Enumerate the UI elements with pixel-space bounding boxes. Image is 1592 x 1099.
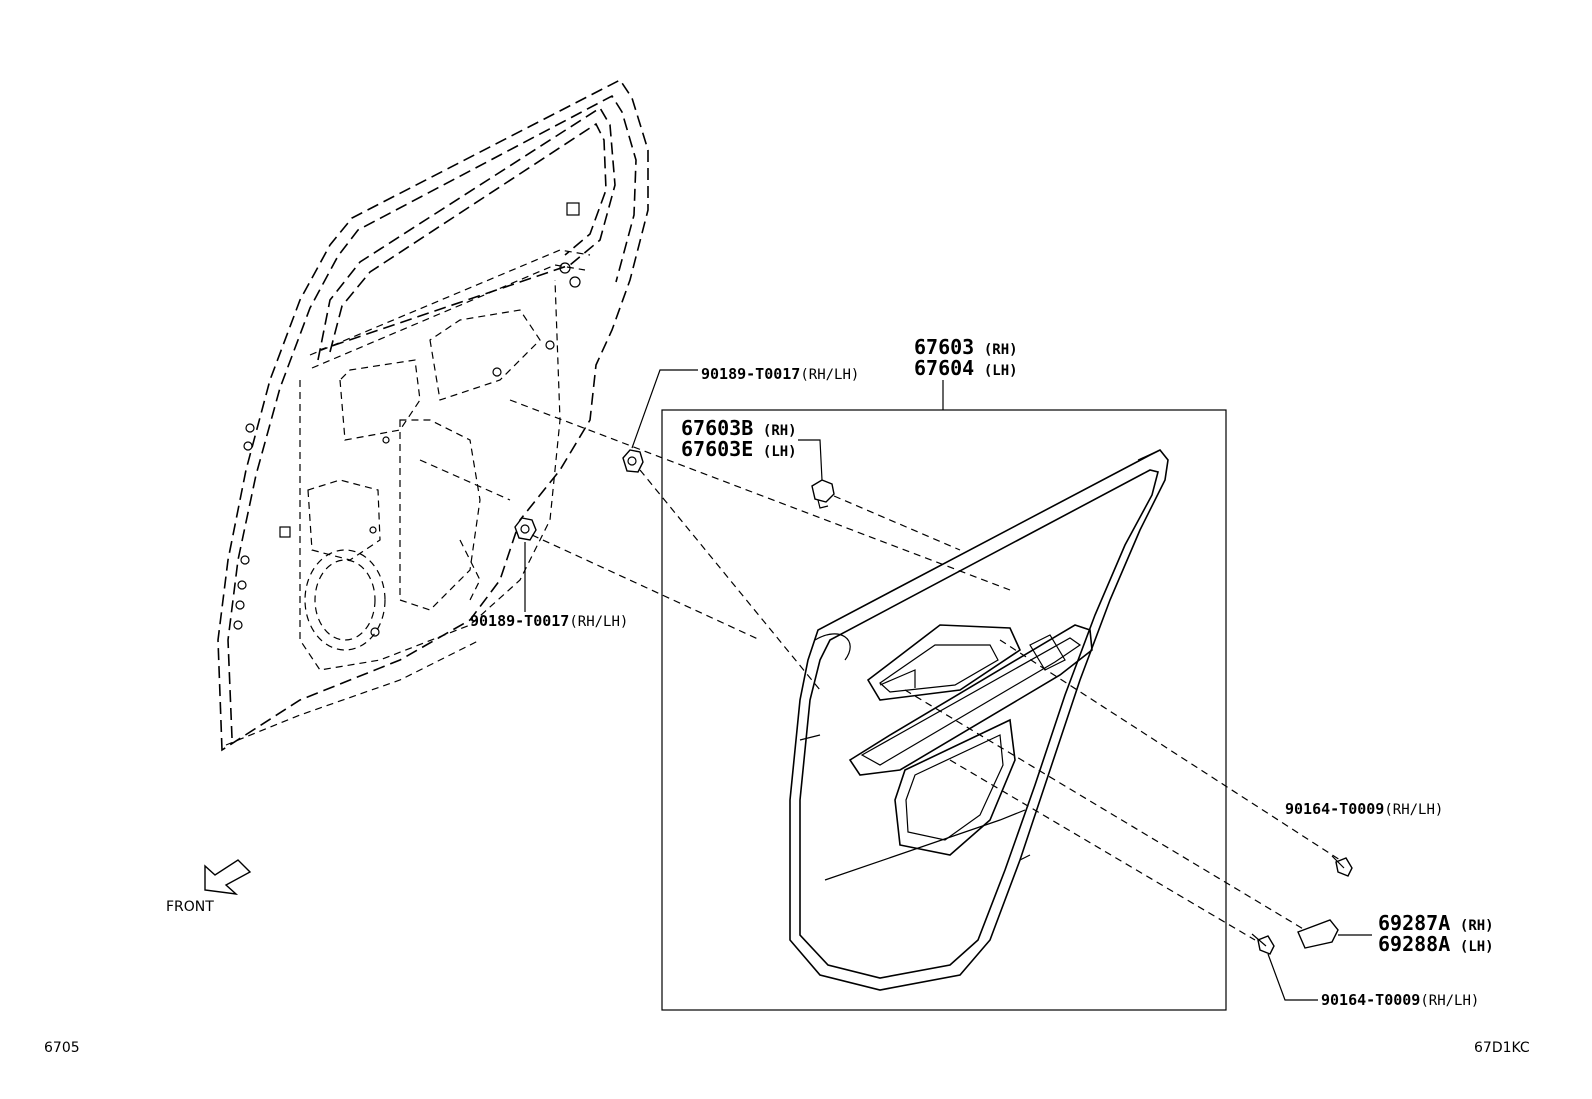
callout-cover-rh-suffix: (RH) [1459, 918, 1494, 934]
front-label: FRONT [166, 899, 214, 915]
leader-screw-lower [1267, 953, 1318, 1001]
callout-screw-lower-part-no: 90164-T0009 [1321, 991, 1421, 1009]
callout-trim-board-rh-part-no: 67603 [914, 335, 975, 359]
callout-cover-rh-part-no: 69287A [1378, 911, 1451, 935]
page-code: 6705 [44, 1040, 80, 1056]
callout-clip-lower[interactable]: 90189-T0017(RH/LH) [470, 612, 629, 630]
callout-screw-lower[interactable]: 90164-T0009(RH/LH) [1321, 991, 1480, 1009]
callout-screw-upper-part-no: 90164-T0009 [1285, 800, 1385, 818]
callout-cover-lh-part-no: 69288A [1378, 932, 1451, 956]
clip-90189-lower-shape [514, 517, 537, 541]
assembly-line-trim-clip [833, 495, 961, 551]
callout-screw-upper[interactable]: 90164-T0009(RH/LH) [1285, 800, 1444, 818]
callout-trim-clip[interactable]: 67603B (RH) 67603E (LH) [681, 418, 797, 459]
leader-trim-clip [798, 439, 823, 481]
callout-trim-clip-rh-suffix: (RH) [762, 423, 797, 439]
assembly-line-2 [639, 469, 821, 691]
assembly-line-1 [509, 399, 1011, 591]
leader-clip-upper [631, 369, 698, 449]
callout-trim-board-lh-part-no: 67604 [914, 356, 975, 380]
callout-clip-upper[interactable]: 90189-T0017(RH/LH) [701, 365, 860, 383]
trim-board-box [661, 409, 1227, 1011]
assembly-line-4 [419, 459, 511, 501]
diagram-code: 67D1KC [1474, 1040, 1530, 1056]
callout-trim-clip-lh-part-no: 67603E [681, 437, 754, 461]
callout-trim-board[interactable]: 67603 (RH) 67604 (LH) [914, 337, 1018, 378]
callout-trim-clip-rh-part-no: 67603B [681, 416, 754, 440]
callout-cover[interactable]: 69287A (RH) 69288A (LH) [1378, 913, 1494, 954]
clip-90189-upper-shape [622, 449, 644, 473]
assembly-line-cover [904, 689, 1306, 931]
callout-clip-lower-suffix: (RH/LH) [569, 614, 629, 630]
assembly-line-screw-lower [949, 759, 1256, 941]
callout-trim-clip-lh-suffix: (LH) [762, 444, 797, 460]
assembly-line-screw-upper [999, 639, 1341, 861]
screw-lower-shape [1251, 933, 1275, 955]
callout-clip-upper-suffix: (RH/LH) [800, 367, 860, 383]
callout-screw-lower-suffix: (RH/LH) [1420, 993, 1480, 1009]
front-arrow-icon [204, 859, 252, 895]
assembly-line-3 [531, 534, 761, 641]
cover-shape [1297, 919, 1339, 949]
callout-screw-upper-suffix: (RH/LH) [1384, 802, 1444, 818]
callout-trim-board-rh-suffix: (RH) [983, 342, 1018, 358]
screw-upper-shape [1331, 855, 1353, 877]
callout-clip-lower-part-no: 90189-T0017 [470, 612, 570, 630]
door-panel-outline [217, 78, 649, 752]
callout-cover-lh-suffix: (LH) [1459, 939, 1494, 955]
callout-clip-upper-part-no: 90189-T0017 [701, 365, 801, 383]
callout-trim-board-lh-suffix: (LH) [983, 363, 1018, 379]
door-trim-panel [789, 448, 1169, 991]
trim-clip-shape [811, 479, 835, 509]
